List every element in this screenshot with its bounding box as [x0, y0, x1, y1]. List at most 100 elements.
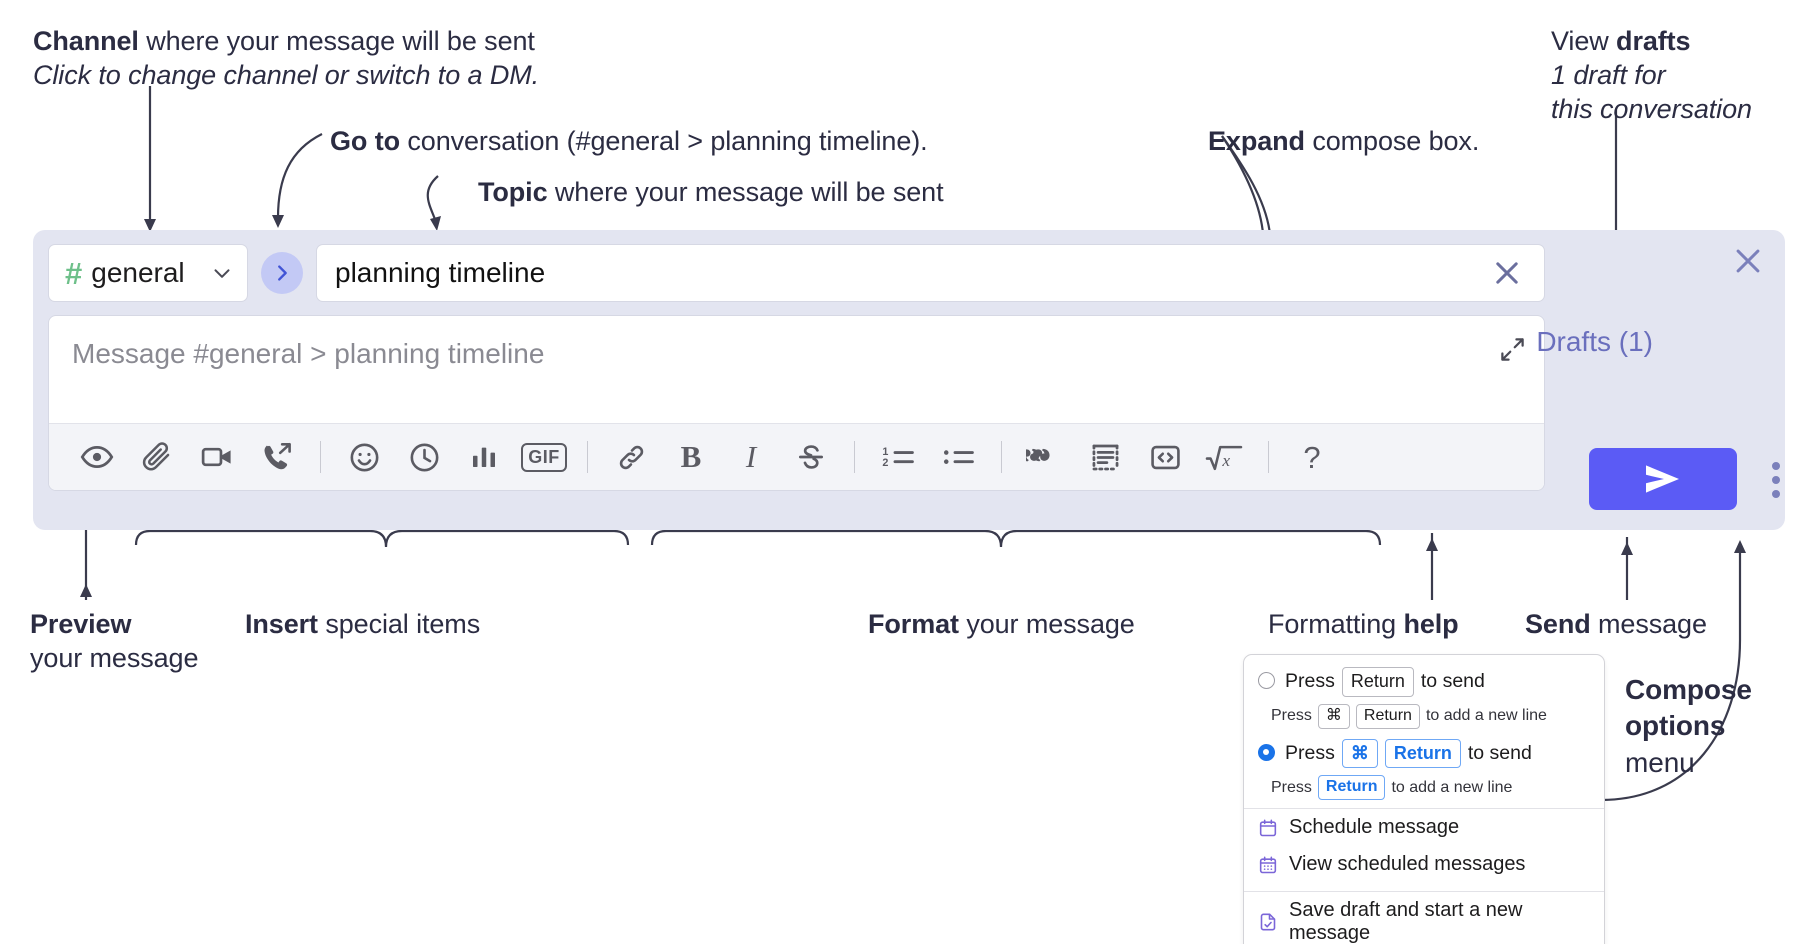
- option1-sub-prefix: Press: [1271, 707, 1312, 724]
- option2-sub-prefix: Press: [1271, 778, 1312, 796]
- compose-panel: # general planning timeline: [33, 230, 1785, 530]
- send-icon: [1646, 465, 1679, 493]
- annotation-channel-rest: where your message will be sent: [138, 26, 535, 56]
- toolbar-divider: [320, 441, 321, 473]
- close-icon[interactable]: [1731, 244, 1765, 278]
- menu-option-cmd-return-to-send[interactable]: Press ⌘ Return to send: [1244, 733, 1604, 771]
- italic-icon[interactable]: I: [721, 431, 781, 483]
- toolbar-divider: [1001, 441, 1002, 473]
- chevron-down-icon: [209, 260, 235, 286]
- bulleted-list-icon[interactable]: [928, 431, 988, 483]
- key-return: Return: [1355, 703, 1420, 729]
- draft-save-icon: [1258, 912, 1278, 932]
- formatting-toolbar: GIF B I: [49, 423, 1544, 490]
- clear-topic-icon[interactable]: [1484, 256, 1530, 290]
- attachment-icon[interactable]: [127, 431, 187, 483]
- kebab-dot: [1772, 476, 1780, 484]
- formatting-help-icon[interactable]: ?: [1282, 431, 1342, 483]
- annotation-preview-rest: your message: [30, 643, 199, 674]
- annotation-topic-rest: where your message will be sent: [547, 177, 944, 207]
- menu-item-save-draft[interactable]: Save draft and start a new message: [1244, 892, 1604, 944]
- clock-icon[interactable]: [394, 431, 454, 483]
- key-return: Return: [1341, 667, 1414, 697]
- annotation-format: Format your message: [868, 607, 1135, 641]
- math-icon[interactable]: x: [1195, 431, 1255, 483]
- strikethrough-icon[interactable]: [781, 431, 841, 483]
- menu-divider: [1244, 808, 1604, 809]
- annotation-insert-rest: special items: [317, 609, 481, 639]
- drafts-link[interactable]: Drafts (1): [1536, 326, 1653, 357]
- menu-item-view-scheduled[interactable]: View scheduled messages: [1244, 846, 1604, 883]
- annotation-compose-options-bold: Compose options: [1625, 674, 1752, 742]
- goto-conversation-button[interactable]: [261, 252, 303, 294]
- annotation-drafts: View drafts 1 draft for this conversatio…: [1551, 24, 1752, 126]
- send-button[interactable]: [1589, 448, 1737, 510]
- annotation-expand-bold: Expand: [1208, 126, 1305, 156]
- topic-input[interactable]: planning timeline: [316, 244, 1545, 302]
- annotation-help-lead: Formatting: [1268, 609, 1404, 639]
- kebab-dot: [1772, 490, 1780, 498]
- video-icon[interactable]: [187, 431, 247, 483]
- annotation-drafts-bold: drafts: [1616, 26, 1691, 56]
- gif-icon[interactable]: GIF: [514, 431, 574, 483]
- compose-options-menu: Press Return to send Press ⌘ Return to a…: [1243, 654, 1605, 944]
- bold-label: B: [680, 439, 702, 474]
- link-icon[interactable]: [601, 431, 661, 483]
- annotation-goto-bold: Go to: [330, 126, 400, 156]
- expand-icon[interactable]: [1499, 336, 1526, 363]
- annotation-goto-rest: conversation (#general > planning timeli…: [399, 126, 928, 156]
- toolbar-divider: [854, 441, 855, 473]
- chevron-right-icon: [278, 265, 287, 281]
- annotation-expand-rest: compose box.: [1304, 126, 1480, 156]
- channel-selector[interactable]: # general: [48, 244, 248, 302]
- hash-icon: #: [65, 255, 83, 291]
- help-label: ?: [1303, 439, 1321, 475]
- svg-text:2: 2: [882, 457, 888, 469]
- option1-suffix: to send: [1420, 670, 1485, 693]
- toolbar-divider: [587, 441, 588, 473]
- annotation-send-rest: message: [1590, 609, 1707, 639]
- annotation-compose-options-rest: menu: [1625, 746, 1695, 778]
- calendar-grid-icon: [1258, 855, 1278, 875]
- menu-item-label: Schedule message: [1289, 816, 1460, 838]
- option2-sub-suffix: to add a new line: [1391, 778, 1513, 796]
- annotation-goto: Go to conversation (#general > planning …: [330, 124, 928, 158]
- radio-cmd-return-to-send[interactable]: [1258, 743, 1275, 761]
- svg-text:x: x: [1221, 451, 1230, 470]
- annotation-drafts-lead: View: [1551, 26, 1617, 56]
- message-input[interactable]: Message #general > planning timeline: [49, 316, 1544, 423]
- option2-prefix: Press: [1285, 741, 1335, 764]
- radio-return-to-send[interactable]: [1258, 672, 1275, 689]
- kebab-dot: [1772, 462, 1780, 470]
- annotation-channel: Channel where your message will be sent …: [33, 24, 539, 92]
- menu-option-cmd-return-subtext: Press Return to add a new line: [1271, 775, 1604, 800]
- calendar-icon: [1258, 818, 1278, 838]
- blockquote-icon[interactable]: [1015, 431, 1075, 483]
- code-block-icon[interactable]: [1075, 431, 1135, 483]
- preview-icon[interactable]: [67, 431, 127, 483]
- menu-option-return-subtext: Press ⌘ Return to add a new line: [1271, 703, 1604, 729]
- bold-icon[interactable]: B: [661, 431, 721, 483]
- annotation-drafts-italic2: this conversation: [1551, 94, 1752, 125]
- menu-option-return-to-send[interactable]: Press Return to send: [1244, 661, 1604, 699]
- channel-name: general: [91, 257, 185, 288]
- svg-text:1: 1: [882, 446, 888, 458]
- menu-divider: [1244, 891, 1604, 892]
- menu-item-label: View scheduled messages: [1289, 853, 1526, 875]
- annotation-preview-bold: Preview: [30, 609, 132, 639]
- key-return: Return: [1384, 738, 1461, 768]
- annotation-insert: Insert special items: [245, 607, 480, 641]
- compose-options-button[interactable]: [1763, 452, 1789, 508]
- annotation-send: Send message: [1525, 607, 1707, 641]
- ordered-list-icon[interactable]: 1 2: [868, 431, 928, 483]
- key-command: ⌘: [1341, 738, 1378, 768]
- poll-icon[interactable]: [454, 431, 514, 483]
- emoji-icon[interactable]: [334, 431, 394, 483]
- menu-item-schedule-message[interactable]: Schedule message: [1244, 809, 1604, 846]
- annotation-format-bold: Format: [868, 609, 959, 639]
- audio-call-icon[interactable]: [247, 431, 307, 483]
- annotation-topic: Topic where your message will be sent: [478, 175, 944, 209]
- annotation-topic-bold: Topic: [478, 177, 548, 207]
- code-snippet-icon[interactable]: [1135, 431, 1195, 483]
- annotation-expand: Expand compose box.: [1208, 124, 1479, 158]
